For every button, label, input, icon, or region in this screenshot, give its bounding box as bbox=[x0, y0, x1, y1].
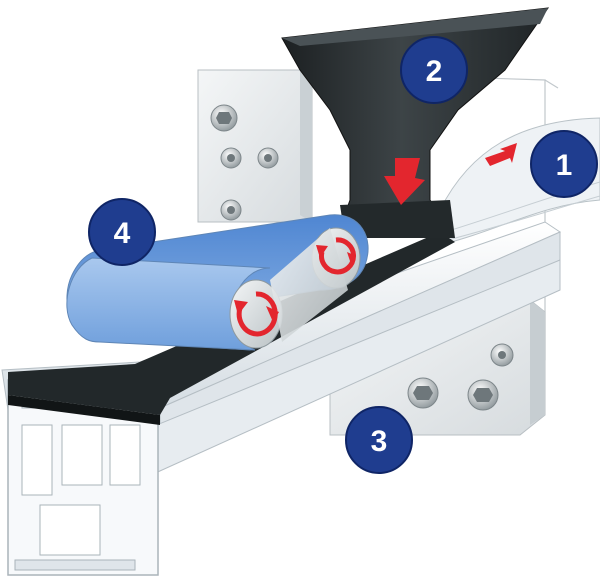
rotation-arrow-icon bbox=[234, 291, 279, 337]
rotation-arrow-icon bbox=[316, 237, 356, 275]
screw-icon bbox=[490, 343, 514, 367]
badge-4: 4 bbox=[88, 198, 156, 266]
svg-text:2: 2 bbox=[426, 55, 443, 88]
svg-text:1: 1 bbox=[556, 149, 573, 182]
down-arrow-icon bbox=[384, 158, 425, 205]
flow-arrow-icon bbox=[485, 143, 517, 166]
badge-1: 1 bbox=[530, 130, 598, 198]
svg-text:3: 3 bbox=[371, 425, 388, 458]
badge-2: 2 bbox=[400, 36, 468, 104]
screw-icon bbox=[467, 379, 499, 411]
badge-3: 3 bbox=[345, 406, 413, 474]
screw-icon bbox=[220, 147, 242, 169]
screw-icon bbox=[220, 199, 242, 221]
screw-icon bbox=[257, 147, 279, 169]
svg-text:4: 4 bbox=[114, 217, 131, 250]
screw-icon bbox=[407, 377, 439, 409]
screw-icon bbox=[210, 104, 238, 132]
feed-hopper bbox=[281, 7, 550, 238]
